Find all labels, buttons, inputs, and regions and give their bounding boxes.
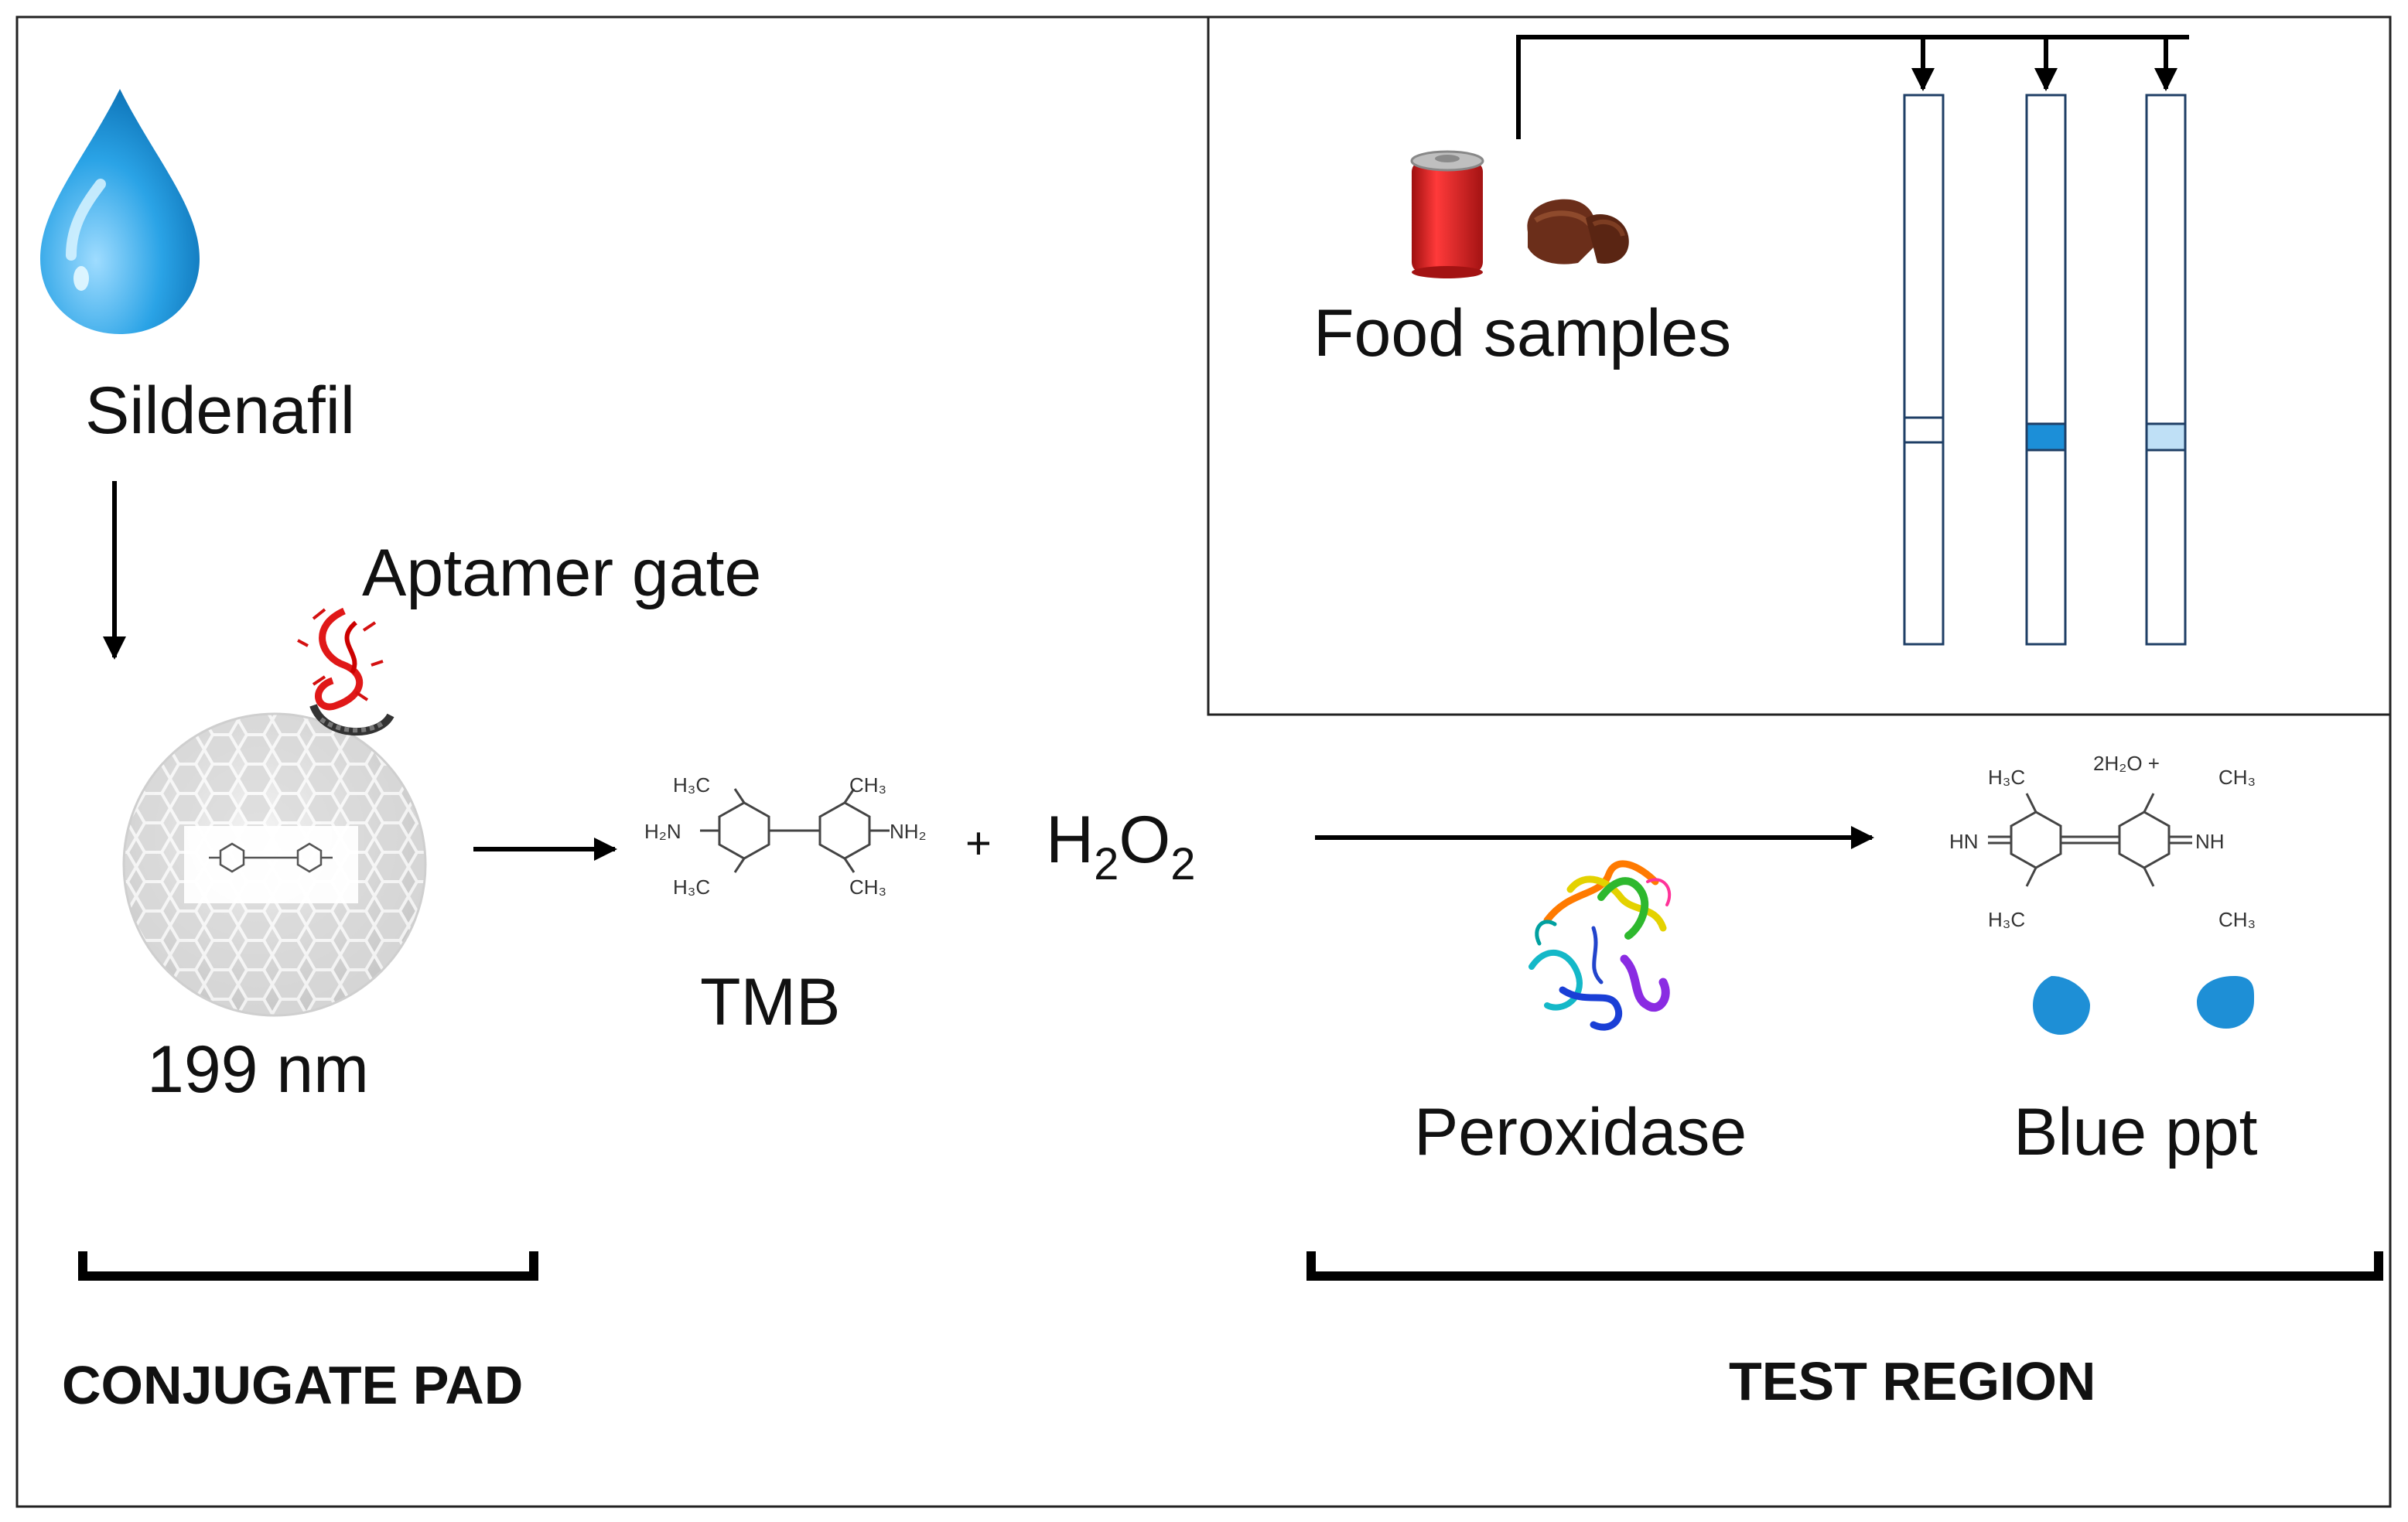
oxidized-tmb-structure: H₃C HN H₃C CH₃ NH CH₃ 2H₂O +	[1949, 752, 2256, 931]
outer-frame	[15, 15, 2392, 1508]
inset-box	[1207, 15, 2392, 716]
svg-text:H₃C: H₃C	[1988, 908, 2025, 931]
nanoparticle-sphere-icon	[122, 712, 427, 1017]
svg-text:H₃C: H₃C	[673, 875, 710, 899]
aptamer-gate-icon	[297, 607, 395, 736]
conjugate-pad-label: CONJUGATE PAD	[62, 1355, 523, 1415]
blue-ppt-label: Blue ppt	[2013, 1095, 2258, 1169]
plus-sign: +	[965, 818, 992, 868]
svg-text:2H₂O +: 2H₂O +	[2093, 752, 2160, 775]
test-region-label: TEST REGION	[1729, 1351, 2095, 1411]
h2o2-label: H2O2	[1046, 803, 1196, 889]
svg-text:CH₃: CH₃	[2218, 766, 2256, 789]
svg-text:H₃C: H₃C	[1988, 766, 2025, 789]
tmb-structure: H₃C H₂N H₃C CH₃ NH₂ CH₃	[644, 773, 927, 899]
blue-precipitate-drop-icon	[2197, 976, 2255, 1029]
conjugate-pad-bracket	[78, 1251, 538, 1281]
peroxidase-label: Peroxidase	[1414, 1095, 1747, 1169]
protein-structure-icon	[1528, 860, 1672, 1031]
water-drop-icon	[40, 89, 200, 334]
blue-precipitate-drop-icon	[2033, 976, 2090, 1035]
size-label: 199 nm	[147, 1032, 369, 1107]
svg-text:CH₃: CH₃	[849, 773, 886, 797]
strip-blank	[1903, 94, 1945, 646]
svg-text:HN: HN	[1949, 830, 1979, 853]
food-samples-label: Food samples	[1313, 296, 1731, 370]
strip-light	[2145, 94, 2187, 646]
svg-text:H₃C: H₃C	[673, 773, 710, 797]
sample-distribution-line	[1516, 35, 2189, 139]
test-region-bracket	[1306, 1251, 2383, 1281]
svg-text:NH: NH	[2195, 830, 2225, 853]
strip-dark	[2025, 94, 2067, 646]
sildenafil-label: Sildenafil	[85, 374, 355, 448]
chocolate-icon	[1527, 199, 1629, 264]
svg-text:CH₃: CH₃	[2218, 908, 2256, 931]
svg-text:CH₃: CH₃	[849, 875, 886, 899]
svg-text:NH₂: NH₂	[890, 820, 927, 843]
soda-can-icon	[1410, 150, 1484, 278]
aptamer-gate-label: Aptamer gate	[362, 536, 761, 610]
svg-text:H₂N: H₂N	[644, 820, 681, 843]
tmb-label: TMB	[700, 965, 841, 1039]
